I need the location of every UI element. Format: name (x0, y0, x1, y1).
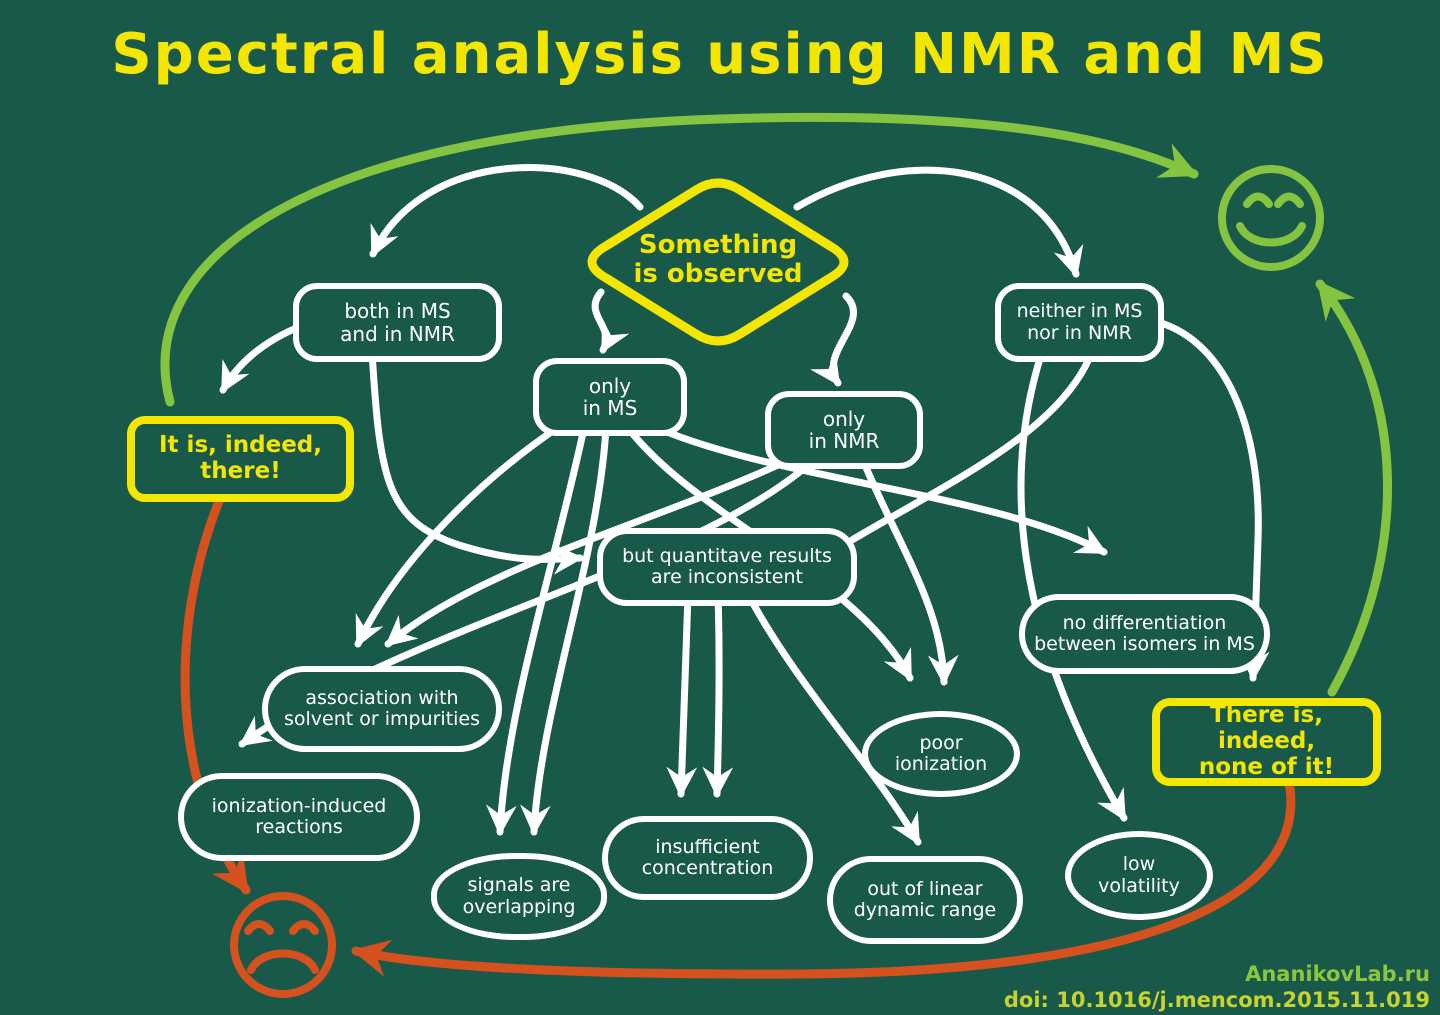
node-low-volatility: low volatility (1065, 831, 1213, 920)
page-title: Spectral analysis using NMR and MS (111, 22, 1329, 87)
edge-itthere-to-happy (160, 112, 1199, 407)
node-something-is-observed: Something is observed (633, 230, 803, 289)
edge-none-to-sad (351, 768, 1296, 979)
node-both-in-ms-and-nmr: both in MS and in NMR (293, 283, 502, 362)
edge-diamond-to-neither (793, 166, 1084, 278)
node-insufficient-concentration: insufficient concentration (602, 816, 813, 900)
edge-diamond-to-onlynmr (810, 292, 857, 387)
node-only-in-nmr: only in NMR (765, 391, 923, 469)
edge-butquant-to-insufficient-1 (666, 590, 698, 798)
node-signals-are-overlapping: signals are overlapping (431, 853, 607, 940)
node-association-with-solvent: association with solvent or impurities (262, 666, 502, 752)
node-poor-ionization: poor ionization (862, 711, 1020, 797)
credit-site: AnanikovLab.ru (1245, 962, 1430, 986)
edge-onlyms-to-signals-1 (485, 424, 588, 836)
edge-onlyms-to-nodiff (644, 420, 1108, 556)
something-observed-diamond-outline (587, 178, 849, 346)
credit-doi: doi: 10.1016/j.mencom.2015.11.019 (1003, 988, 1430, 1012)
edge-onlyms-to-signals-2 (519, 424, 610, 836)
node-but-quantitave-results: but quantitave results are inconsistent (597, 528, 857, 606)
edge-diamond-to-both (369, 164, 644, 258)
edge-none-to-happy (1315, 279, 1392, 697)
sad-face-icon (230, 892, 336, 998)
node-no-differentiation: no differentiation between isomers in MS (1019, 594, 1270, 674)
node-out-of-linear-dynamic-range: out of linear dynamic range (827, 856, 1023, 944)
node-ionization-induced-reactions: ionization-induced reactions (178, 773, 420, 861)
edge-neither-to-lowvol (1017, 348, 1128, 822)
happy-face-icon (1218, 165, 1324, 271)
edge-butquant-to-outlinear (744, 590, 922, 846)
node-only-in-ms: only in MS (533, 358, 687, 436)
node-it-is-indeed-there: It is, indeed, there! (127, 416, 354, 502)
node-there-is-indeed-none: There is, indeed, none of it! (1152, 698, 1381, 786)
edge-onlynmr-to-poorion (858, 454, 959, 686)
node-neither-in-ms-nor-nmr: neither in MS nor in NMR (995, 283, 1164, 362)
edge-butquant-to-insufficient-2 (702, 590, 734, 798)
edge-onlynmr-to-association (384, 452, 802, 648)
edge-onlyms-to-association (354, 422, 564, 648)
edge-diamond-to-onlyms (591, 288, 630, 354)
